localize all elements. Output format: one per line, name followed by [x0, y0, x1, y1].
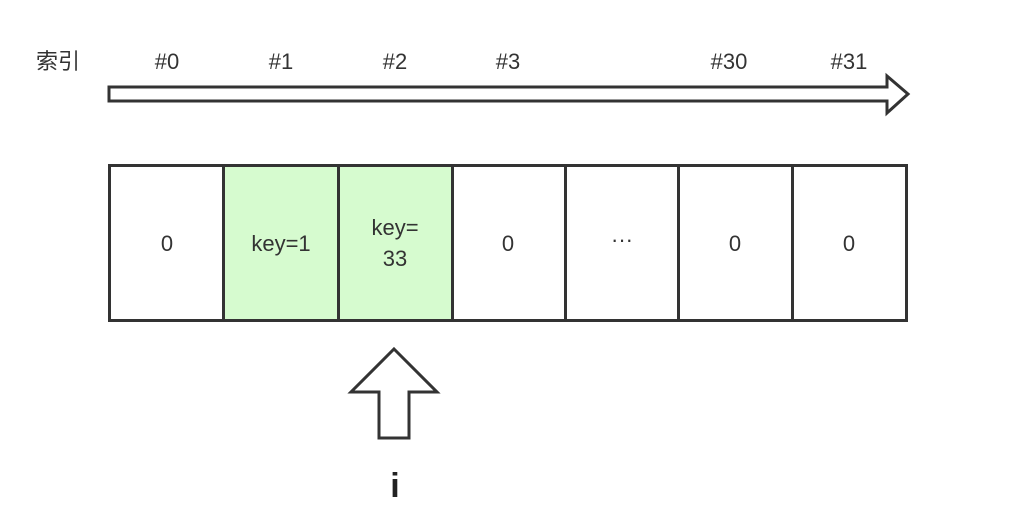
index-label-1: #1: [269, 49, 293, 74]
index-label-0: #0: [155, 49, 179, 74]
array-cell-6: [792, 165, 907, 321]
pointer-label: i: [390, 467, 399, 505]
cell-value-2-line-1: key=: [371, 215, 418, 240]
array-grid: [108, 164, 908, 322]
cell-value-6: 0: [843, 231, 855, 256]
up-arrow-icon: [347, 346, 441, 440]
array-cell-5: [678, 165, 793, 321]
index-label-30: #30: [711, 49, 748, 74]
index-label-31: #31: [831, 49, 868, 74]
index-label-2: #2: [383, 49, 407, 74]
cell-value-0: 0: [161, 231, 173, 256]
array-cell-4: [565, 165, 679, 321]
index-label-3: #3: [496, 49, 520, 74]
array-cell-2: [338, 165, 453, 321]
cell-value-1: key=1: [251, 231, 310, 256]
cell-value-5: 0: [729, 231, 741, 256]
right-arrow-icon: [107, 72, 911, 117]
array-cells: [109, 165, 907, 321]
cell-value-2-line-2: 33: [383, 246, 407, 271]
array-cell-3: [452, 165, 566, 321]
array-cell-0: [109, 165, 224, 321]
cell-value-ellipsis: ···: [611, 227, 633, 252]
array-cell-1: [223, 165, 339, 321]
index-row-label: 索引: [36, 49, 80, 74]
cell-value-3: 0: [502, 231, 514, 256]
